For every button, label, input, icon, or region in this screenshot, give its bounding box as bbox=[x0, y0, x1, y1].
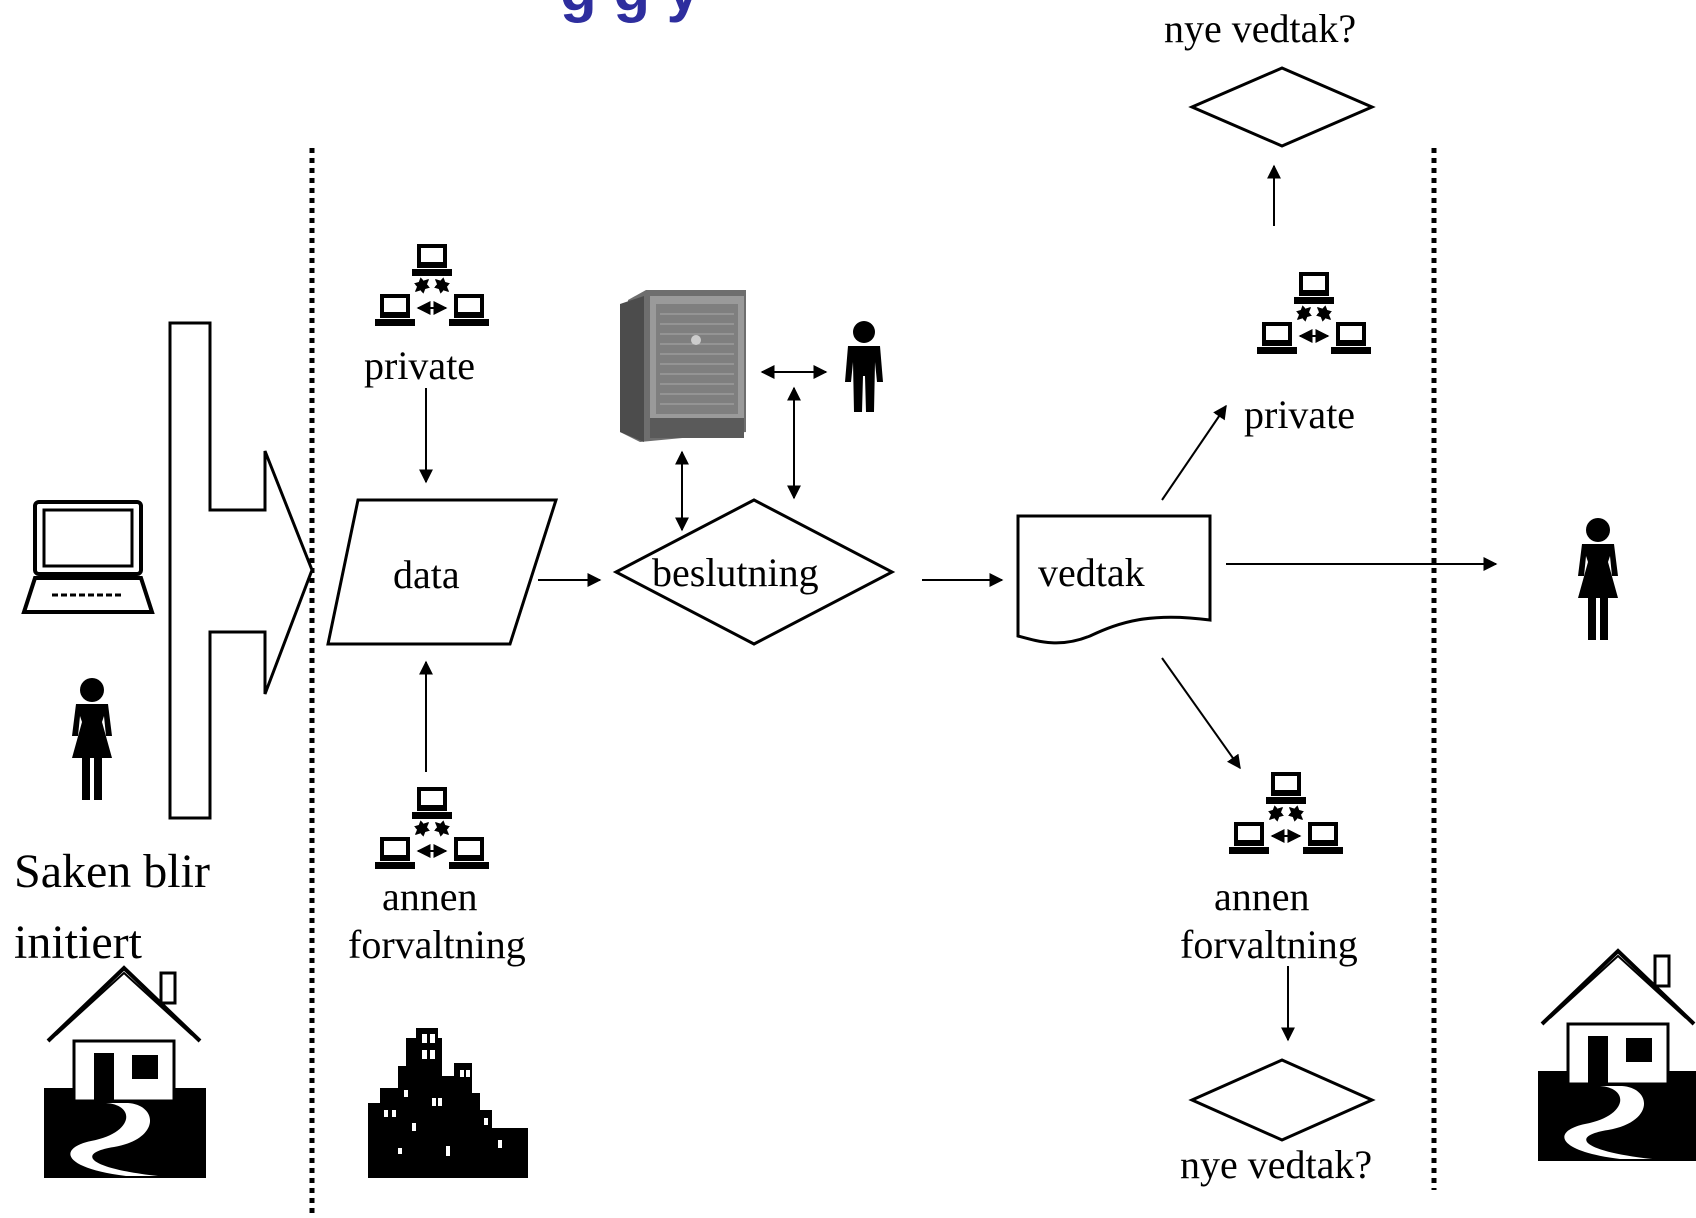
nye-vedtak-diamond-bottom bbox=[1188, 1058, 1376, 1142]
title-fragment: g g y bbox=[560, 0, 701, 23]
annen-label-left: annen bbox=[382, 874, 478, 919]
data-parallelogram bbox=[326, 498, 559, 646]
network-icon bbox=[375, 787, 489, 869]
nye-vedtak-diamond-top bbox=[1188, 66, 1376, 148]
initiation-arrow bbox=[168, 321, 314, 820]
private-label-right: private bbox=[1244, 392, 1355, 437]
nye-vedtak-label-bottom: nye vedtak? bbox=[1180, 1142, 1372, 1187]
network-icon bbox=[1229, 772, 1343, 854]
forvaltning-label-left: forvaltning bbox=[348, 922, 526, 967]
server-tower-icon bbox=[620, 290, 746, 442]
arrow-vedtak-private bbox=[1161, 404, 1227, 501]
laptop-icon bbox=[21, 500, 155, 614]
beslutning-diamond bbox=[612, 498, 896, 646]
beslutning-label: beslutning bbox=[652, 550, 819, 595]
house-icon bbox=[42, 966, 208, 1180]
saken-label-1: Saken blir bbox=[14, 845, 210, 898]
city-icon bbox=[368, 1028, 528, 1178]
woman-icon bbox=[1578, 518, 1618, 640]
forvaltning-label-right: forvaltning bbox=[1180, 922, 1358, 967]
man-icon bbox=[845, 321, 883, 412]
vedtak-document bbox=[1016, 514, 1212, 645]
private-label-left: private bbox=[364, 343, 475, 388]
saken-label-2: initiert bbox=[14, 916, 143, 969]
nye-vedtak-label-top: nye vedtak? bbox=[1164, 6, 1356, 51]
vedtak-label: vedtak bbox=[1038, 550, 1145, 595]
network-icon bbox=[1257, 272, 1371, 354]
annen-label-right: annen bbox=[1214, 874, 1310, 919]
data-label: data bbox=[393, 552, 460, 597]
network-icon bbox=[375, 244, 489, 326]
house-icon bbox=[1536, 949, 1696, 1163]
arrow-vedtak-annen bbox=[1161, 657, 1241, 770]
woman-icon bbox=[72, 678, 112, 800]
